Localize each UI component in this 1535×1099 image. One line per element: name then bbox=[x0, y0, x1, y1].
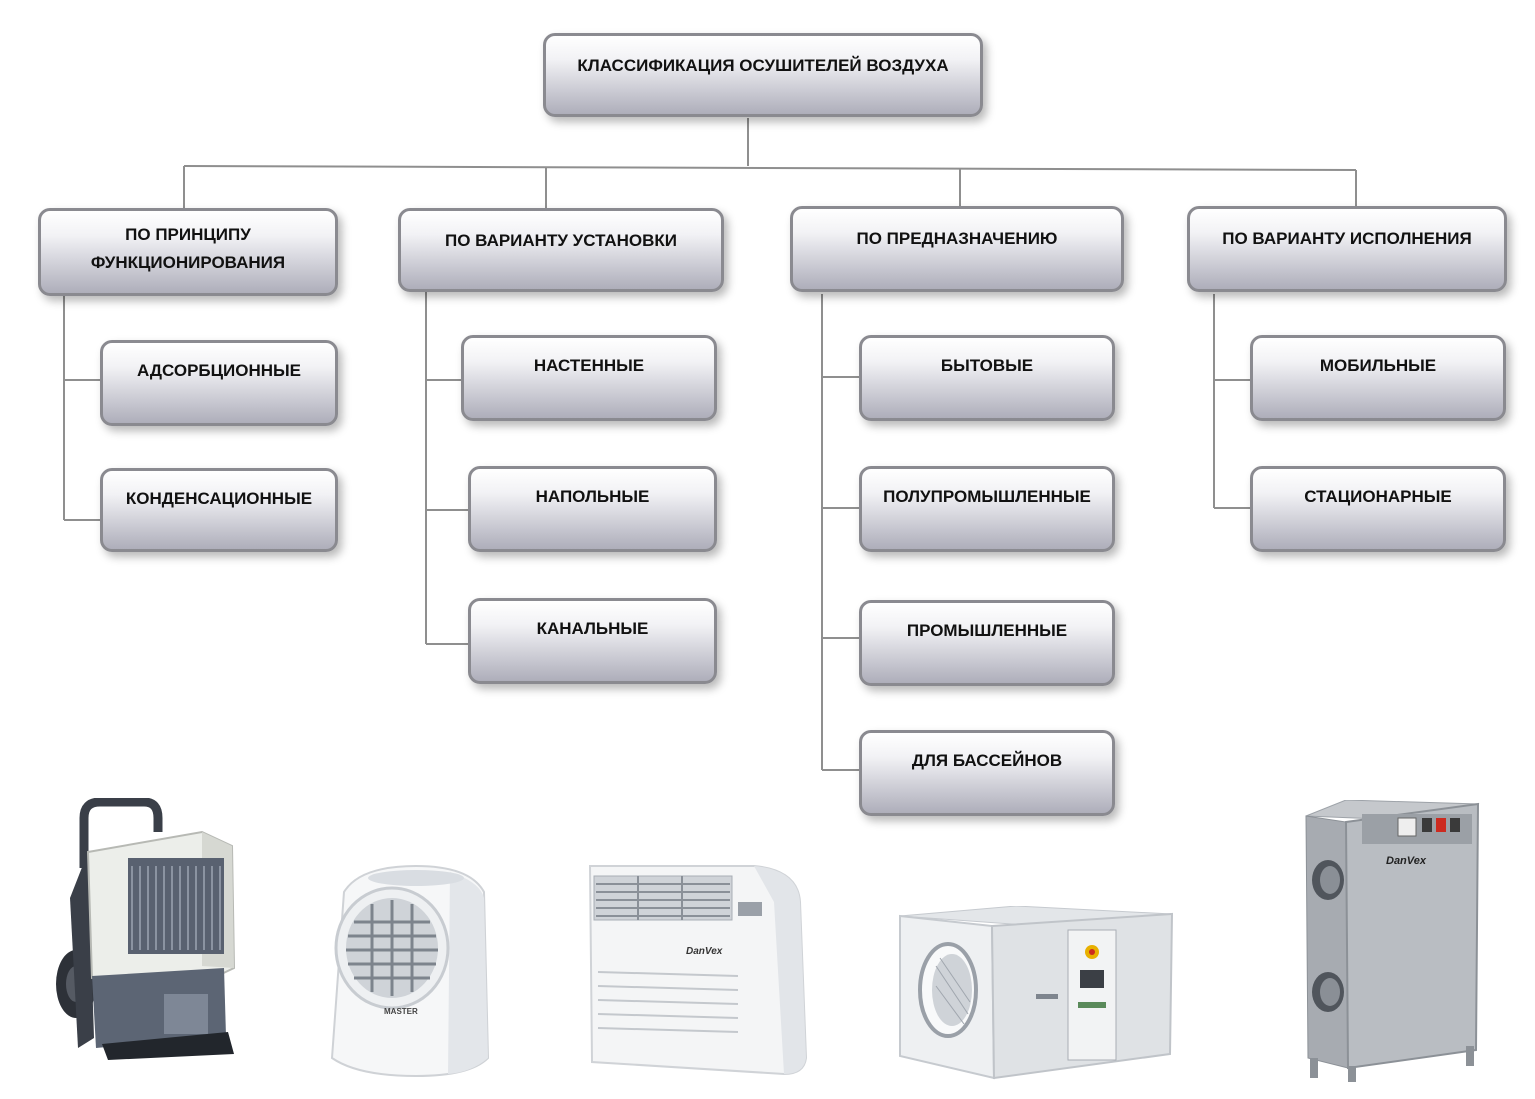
item-node-condensation: КОНДЕНСАЦИОННЫЕ bbox=[100, 468, 338, 552]
category-label-2: ПО ВАРИАНТУ УСТАНОВКИ bbox=[444, 231, 678, 250]
item-node-mobile: МОБИЛЬНЫЕ bbox=[1250, 335, 1506, 421]
category-label-3: ПО ПРЕДНАЗНАЧЕНИЮ bbox=[856, 229, 1058, 248]
item-label: МОБИЛЬНЫЕ bbox=[1319, 356, 1437, 375]
category-node-4: ПО ВАРИАНТУ ИСПОЛНЕНИЯ bbox=[1187, 206, 1507, 292]
item-label: КАНАЛЬНЫЕ bbox=[536, 619, 649, 638]
item-label: НАСТЕННЫЕ bbox=[533, 356, 645, 375]
item-label: ПОЛУПРОМЫШЛЕННЫЕ bbox=[883, 487, 1091, 506]
item-node-floor: НАПОЛЬНЫЕ bbox=[468, 466, 717, 552]
item-node-stationary: СТАЦИОНАРНЫЕ bbox=[1250, 466, 1506, 552]
root-node: КЛАССИФИКАЦИЯ ОСУШИТЕЛЕЙ ВОЗДУХА bbox=[543, 33, 983, 117]
item-node-pools: ДЛЯ БАССЕЙНОВ bbox=[859, 730, 1115, 816]
product-brand-label: DanVex bbox=[1386, 855, 1427, 867]
category-label-4: ПО ВАРИАНТУ ИСПОЛНЕНИЯ bbox=[1222, 229, 1472, 248]
category-label-1: ПО ПРИНЦИПУ ФУНКЦИОНИРОВАНИЯ bbox=[90, 225, 286, 272]
floor-dehumidifier-icon: DanVex bbox=[588, 865, 808, 1076]
product-brand-label: MASTER bbox=[384, 1007, 418, 1016]
root-label: КЛАССИФИКАЦИЯ ОСУШИТЕЛЕЙ ВОЗДУХА bbox=[577, 56, 949, 75]
item-label: КОНДЕНСАЦИОННЫЕ bbox=[125, 489, 313, 508]
item-node-adsorption: АДСОРБЦИОННЫЕ bbox=[100, 340, 338, 426]
item-node-household: БЫТОВЫЕ bbox=[859, 335, 1115, 421]
mobile-dehumidifier-icon bbox=[56, 798, 236, 1060]
product-brand-label: DanVex bbox=[686, 946, 723, 957]
item-label: БЫТОВЫЕ bbox=[940, 356, 1034, 375]
item-label: ПРОМЫШЛЕННЫЕ bbox=[906, 621, 1068, 640]
item-label: СТАЦИОНАРНЫЕ bbox=[1304, 487, 1452, 506]
item-node-duct: КАНАЛЬНЫЕ bbox=[468, 598, 717, 684]
category-bus bbox=[183, 165, 1357, 171]
item-node-wall: НАСТЕННЫЕ bbox=[461, 335, 717, 421]
ducted-dehumidifier-icon bbox=[899, 906, 1174, 1080]
item-label: ДЛЯ БАССЕЙНОВ bbox=[911, 751, 1063, 770]
item-label: АДСОРБЦИОННЫЕ bbox=[136, 361, 302, 380]
category-node-1: ПО ПРИНЦИПУ ФУНКЦИОНИРОВАНИЯ bbox=[38, 208, 338, 296]
item-node-industrial: ПРОМЫШЛЕННЫЕ bbox=[859, 600, 1115, 686]
stationary-dehumidifier-icon: DanVex bbox=[1305, 800, 1480, 1082]
category-node-2: ПО ВАРИАНТУ УСТАНОВКИ bbox=[398, 208, 724, 292]
household-dehumidifier-icon: MASTER bbox=[330, 864, 490, 1078]
item-node-semi-industrial: ПОЛУПРОМЫШЛЕННЫЕ bbox=[859, 466, 1115, 552]
item-label: НАПОЛЬНЫЕ bbox=[535, 487, 650, 506]
category-node-3: ПО ПРЕДНАЗНАЧЕНИЮ bbox=[790, 206, 1124, 292]
